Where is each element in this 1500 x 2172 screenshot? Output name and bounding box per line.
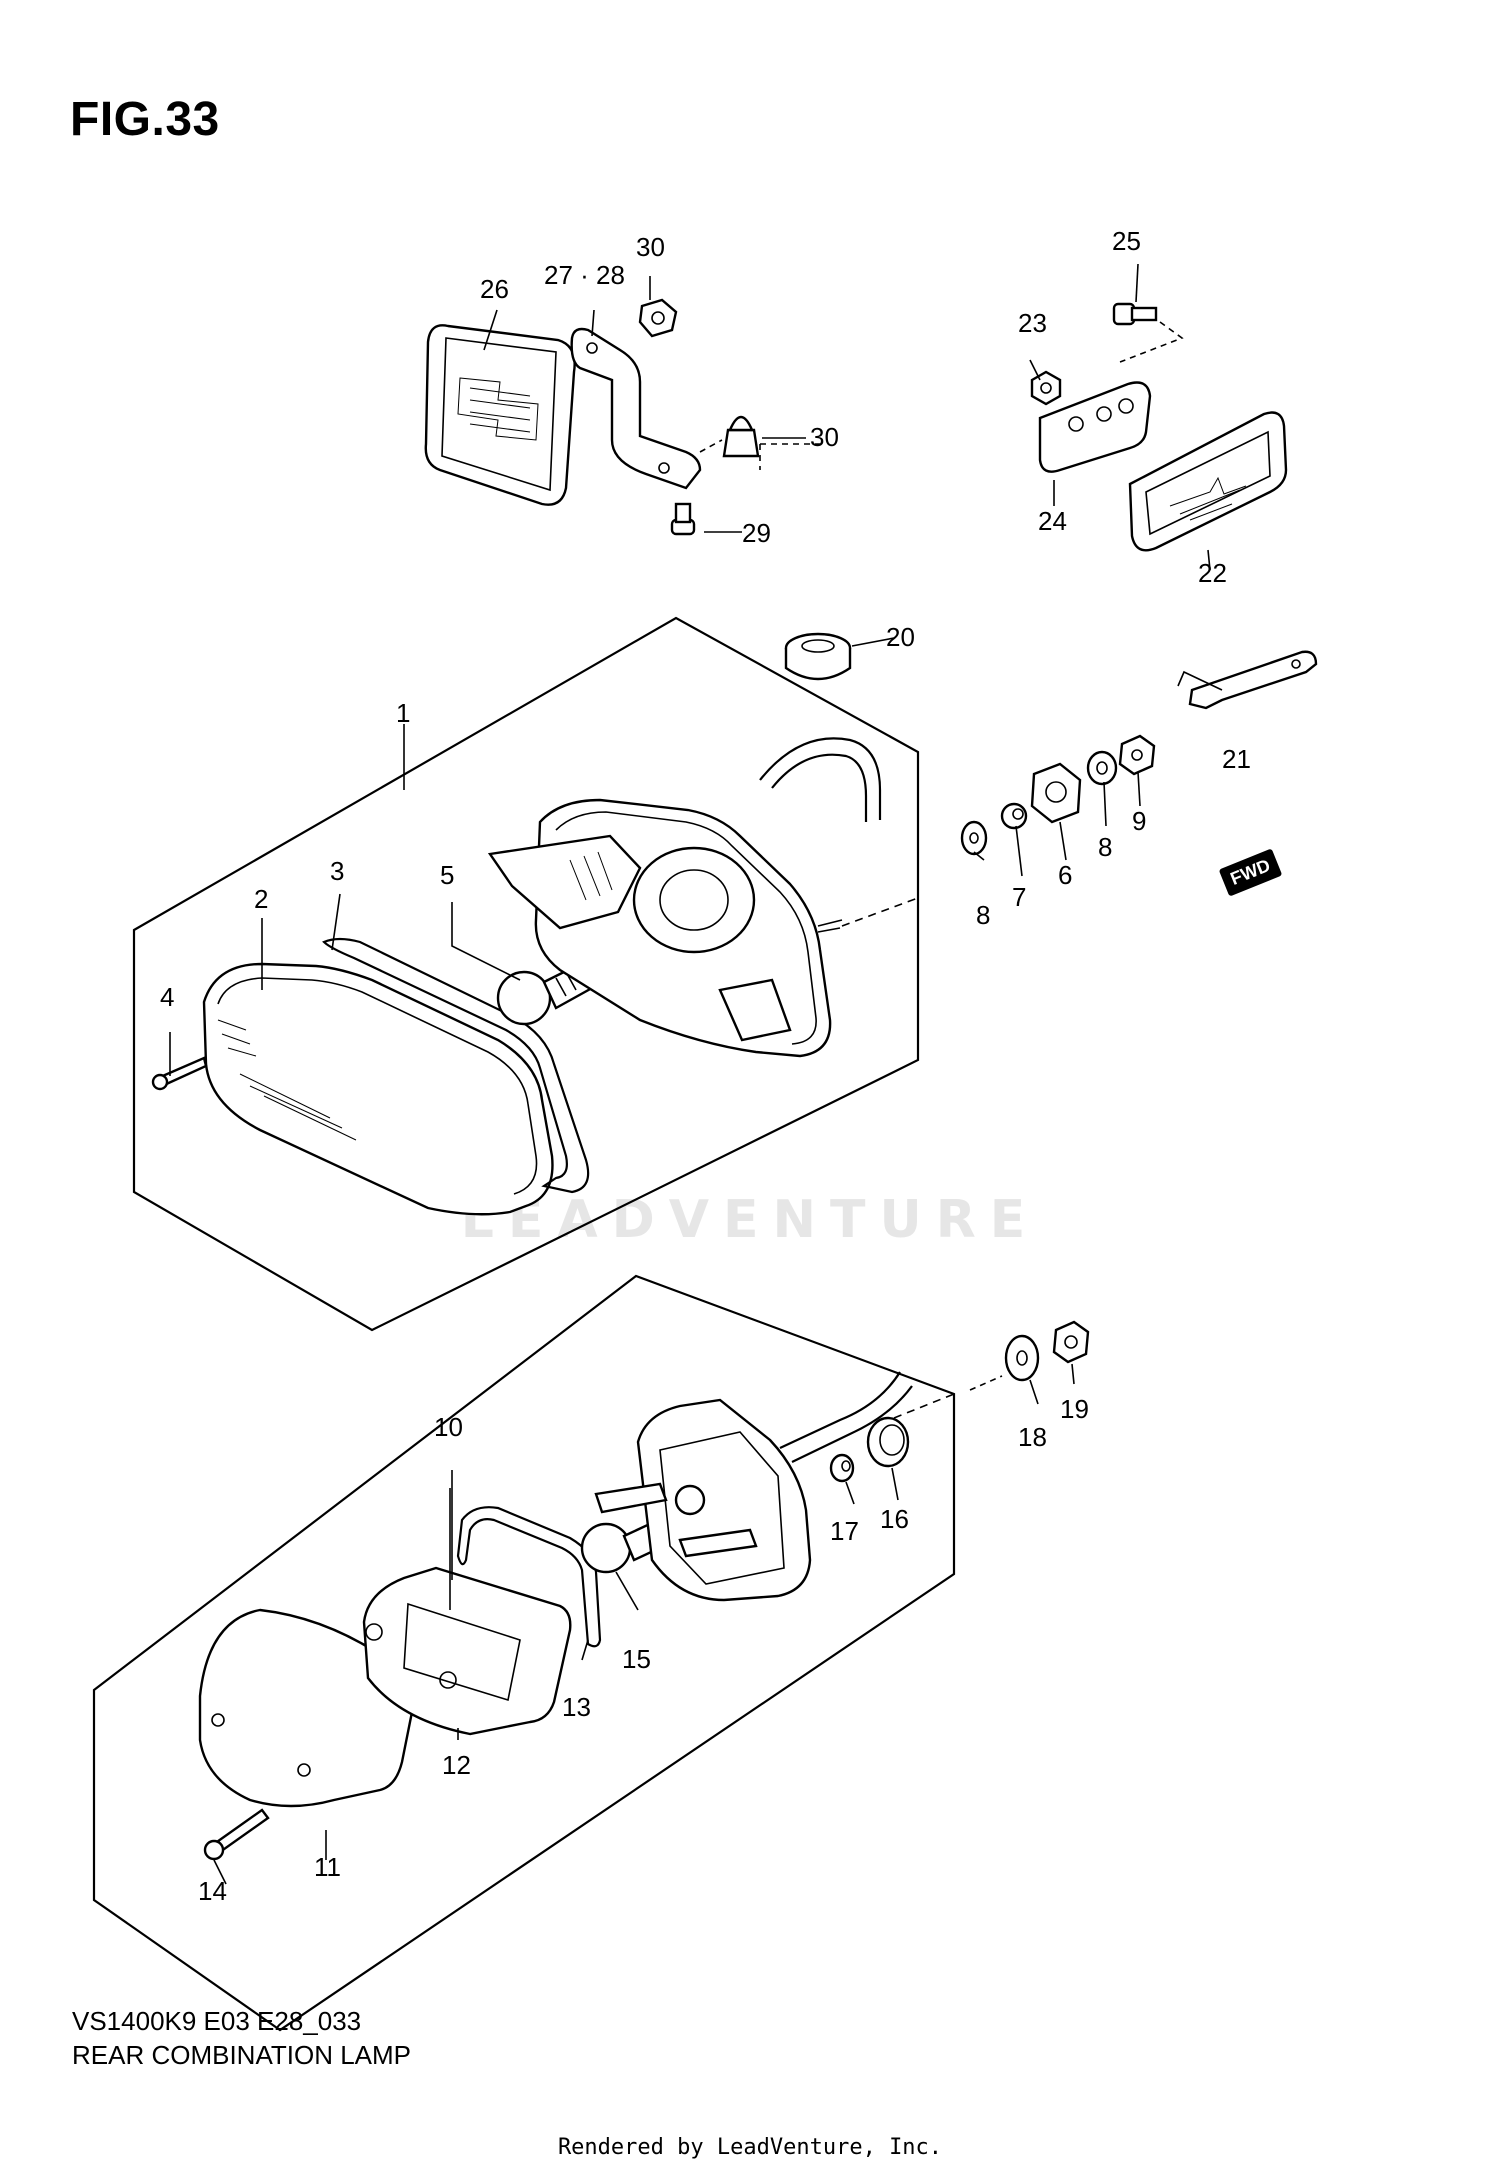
figure-title: FIG.33 [70, 93, 220, 146]
callout-24: 24 [1038, 506, 1067, 536]
screw-25 [1112, 302, 1158, 326]
callout-30a: 30 [636, 232, 665, 262]
bracket-27-28 [570, 327, 702, 490]
callout-8a: 8 [976, 900, 990, 930]
callout-23: 23 [1018, 308, 1047, 338]
callout-26: 26 [480, 274, 509, 304]
callout-21: 21 [1222, 744, 1251, 774]
leader-lines [169, 263, 1223, 1885]
ring-16 [866, 1416, 910, 1468]
callout-27-28: 27 · 28 [544, 260, 625, 290]
callout-11: 11 [314, 1852, 341, 1882]
callout-8b: 8 [1098, 832, 1112, 862]
callout-17: 17 [830, 1516, 859, 1546]
nut-23 [1030, 370, 1062, 406]
lens-2 [202, 962, 554, 1216]
callout-5: 5 [440, 860, 454, 890]
washer-8-right [1086, 750, 1118, 786]
callout-18: 18 [1018, 1422, 1047, 1452]
callout-15: 15 [622, 1644, 651, 1674]
callout-12: 12 [442, 1750, 471, 1780]
washer-18 [1004, 1334, 1040, 1382]
callout-4: 4 [160, 982, 174, 1012]
nut-30-upper [638, 298, 678, 338]
callout-10: 10 [434, 1412, 463, 1442]
callout-30b: 30 [810, 422, 839, 452]
callout-1: 1 [396, 698, 410, 728]
washer-8-left [960, 820, 988, 856]
model-code: VS1400K9 E03 E28_033 [72, 2006, 362, 2036]
callout-3: 3 [330, 856, 344, 886]
housing-10 [594, 1371, 913, 1602]
lamp-housing [487, 737, 882, 1058]
callout-29: 29 [742, 518, 771, 548]
render-credit: Rendered by LeadVenture, Inc. [557, 2135, 943, 2160]
gasket-13 [456, 1506, 602, 1648]
callout-7: 7 [1012, 882, 1026, 912]
nut-9 [1118, 734, 1156, 776]
acorn-nut-30-lower [722, 415, 760, 458]
callout-20: 20 [886, 622, 915, 652]
callout-13: 13 [562, 1692, 591, 1722]
bolt-29 [670, 502, 696, 536]
callout-9: 9 [1132, 806, 1146, 836]
diagram-caption: REAR COMBINATION LAMP [72, 2040, 412, 2070]
nut-17 [829, 1453, 855, 1483]
nut-6 [1030, 762, 1082, 824]
callout-19: 19 [1060, 1394, 1089, 1424]
holder-12 [362, 1566, 572, 1736]
callout-6: 6 [1058, 860, 1072, 890]
assembly-1-outline [132, 616, 920, 1332]
spacer-7 [1000, 802, 1028, 830]
callout-labels: 1 2 3 4 5 6 7 8 8 9 10 11 12 13 14 15 16… [160, 226, 1251, 1906]
callout-22: 22 [1198, 558, 1227, 588]
screw-4 [151, 1056, 208, 1091]
callout-14: 14 [198, 1876, 227, 1906]
plate-24 [1038, 381, 1152, 473]
screw-14 [203, 1808, 270, 1861]
reflector-22 [1128, 411, 1288, 552]
reflector-26 [424, 324, 576, 506]
assembly-10-outline [92, 1274, 956, 2032]
grommet-20 [784, 632, 852, 681]
callout-16: 16 [880, 1504, 909, 1534]
bracket-21 [1188, 650, 1318, 710]
nut-19 [1052, 1320, 1090, 1364]
callout-25: 25 [1112, 226, 1141, 256]
callout-2: 2 [254, 884, 268, 914]
